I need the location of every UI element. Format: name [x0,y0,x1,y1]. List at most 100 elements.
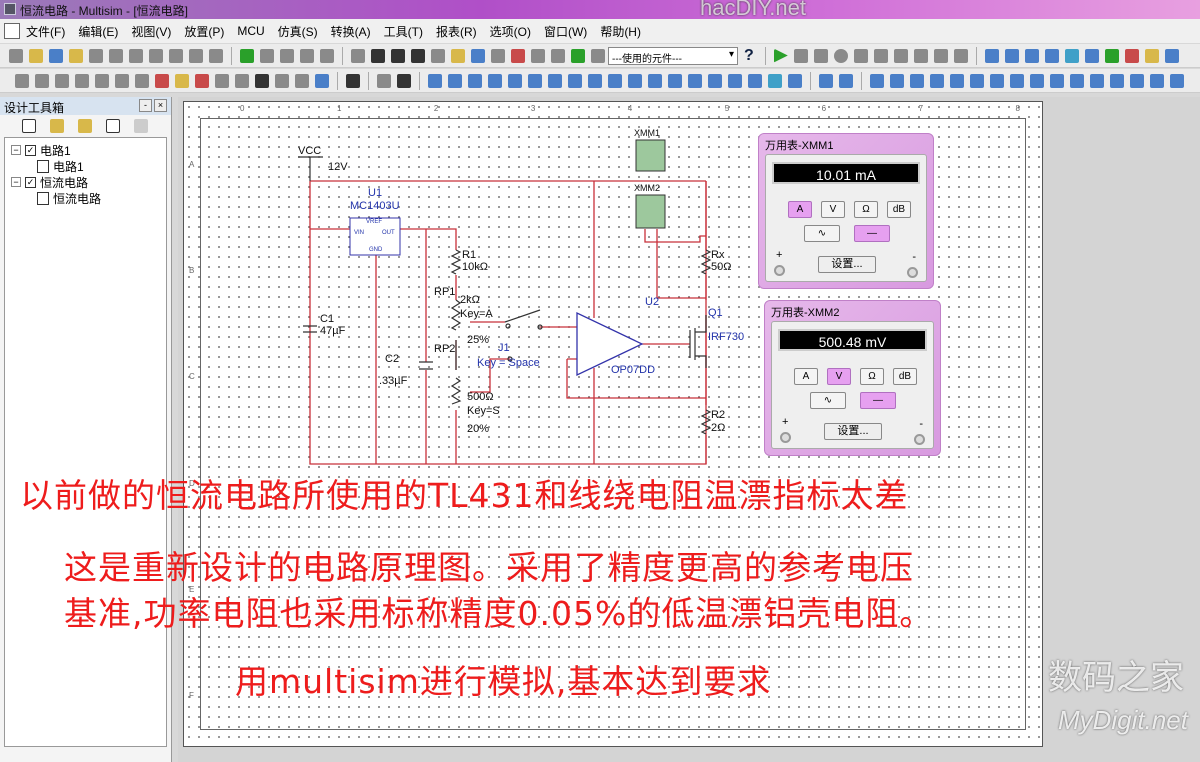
indicator-icon[interactable] [195,73,209,88]
probe-icon[interactable] [1024,48,1039,63]
step-over-icon[interactable] [873,48,888,63]
four-channel-oscilloscope-icon[interactable] [508,73,522,88]
transfer-icon[interactable] [571,48,585,63]
logic-converter-icon[interactable] [608,73,622,88]
place-probe-icon[interactable] [930,73,944,88]
rf-icon[interactable] [275,73,289,88]
negative-terminal[interactable] [914,434,925,445]
grid-icon[interactable] [411,48,425,63]
properties-icon[interactable] [134,119,148,133]
agilent-oscilloscope-icon[interactable] [748,73,762,88]
function-generator-icon[interactable] [448,73,462,88]
place-probe-icon[interactable] [950,73,964,88]
place-probe-icon[interactable] [890,73,904,88]
frequency-counter-icon[interactable] [548,73,562,88]
mode-volt-button[interactable]: V [827,368,851,385]
step-into-icon[interactable] [853,48,868,63]
menu-file[interactable]: 文件(F) [26,24,66,39]
save-icon[interactable] [69,48,83,63]
ac-button[interactable]: ∿ [810,392,846,409]
place-probe-icon[interactable] [1170,73,1184,88]
menu-place[interactable]: 放置(P) [184,24,225,39]
menu-mcu[interactable]: MCU [237,24,265,38]
mode-volt-button[interactable]: V [821,201,845,218]
analog-icon[interactable] [95,73,109,88]
misc-icon[interactable] [235,73,249,88]
collapse-icon[interactable]: − [11,177,21,187]
tree-leaf-circuit1[interactable]: 电路1 [11,158,160,174]
open-sample-icon[interactable] [49,48,63,63]
place-probe-icon[interactable] [910,73,924,88]
print-preview-icon[interactable] [109,48,123,63]
probe-icon[interactable] [1124,48,1139,63]
xmm1-symbol[interactable] [635,139,666,172]
positive-terminal[interactable] [780,432,791,443]
electromechanical-icon[interactable] [295,73,309,88]
network-analyzer-icon[interactable] [688,73,702,88]
mode-ohm-button[interactable]: Ω [854,201,878,218]
place-probe-icon[interactable] [870,73,884,88]
mode-ampere-button[interactable]: A [788,201,812,218]
probe-icon[interactable] [1004,48,1019,63]
in-use-list-icon[interactable] [591,48,605,63]
advanced-peripherals-icon[interactable] [255,73,269,88]
settings-button[interactable]: 设置... [824,423,882,440]
hierarchical-block-icon[interactable] [346,73,360,88]
mode-ampere-button[interactable]: A [794,368,818,385]
word-generator-icon[interactable] [568,73,582,88]
probe-icon[interactable] [984,48,999,63]
place-probe-icon[interactable] [1070,73,1084,88]
menu-view[interactable]: 视图(V) [131,24,172,39]
bus-icon[interactable] [377,73,391,88]
menu-window[interactable]: 窗口(W) [543,24,588,39]
place-probe-icon[interactable] [1150,73,1164,88]
cmos-icon[interactable] [135,73,149,88]
new-icon[interactable] [9,48,23,63]
current-probe-icon[interactable] [819,73,833,88]
probe-icon[interactable] [1164,48,1179,63]
select-icon[interactable] [531,48,545,63]
close-panel-button[interactable]: × [154,99,167,112]
probe-icon[interactable] [1064,48,1079,63]
ac-button[interactable]: ∿ [804,225,840,242]
in-use-components-combo[interactable]: ---使用的元件--- [608,46,738,65]
menu-reports[interactable]: 报表(R) [435,24,477,39]
stop-icon[interactable] [813,48,828,63]
tree-node-constant-current[interactable]: −✓恒流电路 [11,174,160,190]
grapher-icon[interactable] [471,48,485,63]
save-design-icon[interactable] [78,119,92,133]
menu-help[interactable]: 帮助(H) [600,24,641,39]
checkbox-icon[interactable]: ✓ [25,176,36,188]
place-probe-icon[interactable] [1090,73,1104,88]
resistor-icon[interactable] [35,73,49,88]
wire-icon[interactable] [397,73,411,88]
multimeter-instrument-icon[interactable] [428,73,442,88]
place-probe-icon[interactable] [1050,73,1064,88]
positive-terminal[interactable] [774,265,785,276]
oscilloscope-icon[interactable] [488,73,502,88]
remove-breakpoints-icon[interactable] [953,48,968,63]
ttl-icon[interactable] [115,73,129,88]
place-probe-icon[interactable] [1110,73,1124,88]
mode-db-button[interactable]: dB [887,201,911,218]
redo-icon[interactable] [209,48,223,63]
negative-terminal[interactable] [907,267,918,278]
place-probe-icon[interactable] [1030,73,1044,88]
place-probe-icon[interactable] [970,73,984,88]
spreadsheet-icon[interactable] [371,48,385,63]
xmm2-symbol[interactable] [635,194,666,229]
collapse-icon[interactable]: − [11,145,21,155]
close-design-icon[interactable] [106,119,120,133]
menu-tools[interactable]: 工具(T) [383,24,423,39]
tree-leaf-constant-current[interactable]: 恒流电路 [11,190,160,206]
place-probe-icon[interactable] [1130,73,1144,88]
menu-transfer[interactable]: 转换(A) [330,24,371,39]
backannotate-icon[interactable] [551,48,565,63]
step-out-icon[interactable] [893,48,908,63]
agilent-generator-icon[interactable] [708,73,722,88]
open-icon[interactable] [29,48,43,63]
transistor-icon[interactable] [75,73,89,88]
run-to-cursor-icon[interactable] [913,48,928,63]
database-icon[interactable] [431,48,445,63]
zoom-area-icon[interactable] [300,48,314,63]
